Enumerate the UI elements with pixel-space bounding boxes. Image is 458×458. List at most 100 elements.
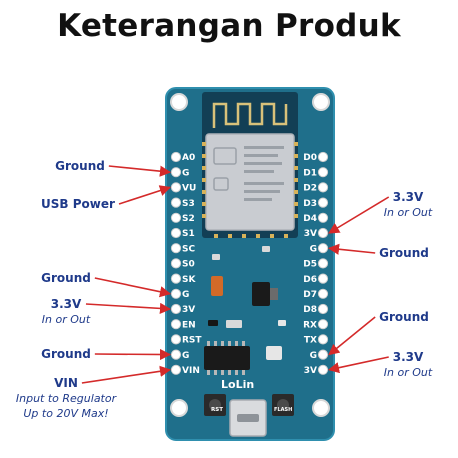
right-pin-13 [317, 349, 329, 360]
right-pin-12 [317, 334, 329, 345]
mount-hole-tr [312, 93, 330, 111]
left-pin-1 [170, 167, 182, 178]
left-pin-label-6: SC [182, 244, 195, 254]
arrow-ground-2 [94, 277, 172, 298]
annotation-3v3-r2-line-0: 3.3V [393, 350, 424, 364]
right-pin-3 [317, 197, 329, 208]
left-pin-label-2: VU [182, 184, 196, 194]
right-pin-10 [317, 303, 329, 315]
right-pin-label-14: 3V [304, 366, 317, 376]
shield-markings [213, 146, 284, 201]
annotation-3v3-r1-line-0: 3.3V [393, 190, 424, 204]
flash-label: FLASH [274, 407, 292, 413]
right-pin-7 [317, 258, 329, 269]
annotation-ground-r2-line-0: Ground [379, 310, 429, 324]
annotation-usb-power-line-0: USB Power [41, 197, 115, 211]
arrow-ground-1 [108, 165, 172, 177]
right-pin-label-7: D5 [303, 260, 317, 270]
arrow-ground-r2 [328, 316, 376, 356]
annotation-3v3-1-line-1: In or Out [42, 313, 91, 326]
right-pin-9 [317, 288, 329, 299]
rst-label: RST [211, 407, 223, 413]
chip-legs [207, 341, 245, 375]
annotation-3v3-r2-line-1: In or Out [384, 366, 433, 379]
annotation-3v3-1-line-0: 3.3V [51, 297, 82, 311]
right-pin-label-13: G [310, 351, 317, 361]
left-pin-2 [170, 182, 182, 193]
smd-4 [212, 254, 220, 260]
module-castellations [202, 142, 298, 238]
right-pin-11 [317, 319, 329, 330]
antenna-trace [212, 102, 288, 128]
arrow-usb-power [118, 185, 172, 205]
smd-2 [208, 320, 218, 326]
left-pin-label-4: S2 [182, 214, 195, 224]
left-pin-label-0: A0 [182, 153, 195, 163]
right-pin-label-6: G [310, 244, 317, 254]
left-pin-5 [170, 227, 182, 239]
left-pin-label-5: S1 [182, 229, 195, 239]
flash-button-cap [277, 399, 289, 411]
arrow-ground-r1 [327, 243, 376, 255]
right-pin-14 [317, 364, 329, 375]
left-pin-8 [170, 273, 182, 284]
right-pin-4 [317, 212, 329, 223]
smd-1 [226, 320, 242, 328]
annotation-ground-3: Ground [41, 347, 91, 361]
right-pin-2 [317, 182, 329, 193]
right-pin-label-3: D3 [303, 199, 317, 209]
annotation-ground-2: Ground [41, 271, 91, 285]
left-pin-9 [170, 288, 182, 299]
rst-button-cap [209, 399, 221, 411]
voltage-regulator [252, 282, 270, 306]
left-pin-label-8: SK [182, 275, 196, 285]
annotation-vin-line-2: Up to 20V Max! [23, 407, 108, 420]
left-pin-label-1: G [182, 168, 189, 178]
left-pin-label-7: S0 [182, 260, 195, 270]
arrow-ground-3 [94, 348, 172, 361]
annotation-ground-3-line-0: Ground [41, 347, 91, 361]
arrow-3v3-1 [85, 302, 172, 314]
annotation-3v3-1: 3.3V In or Out [42, 297, 91, 326]
left-pin-10 [170, 303, 182, 315]
left-pin-4 [170, 212, 182, 223]
right-pin-label-4: D4 [303, 214, 317, 224]
mount-hole-br [312, 399, 330, 417]
annotation-ground-1-line-0: Ground [55, 159, 105, 173]
left-pin-label-12: RST [182, 336, 202, 346]
annotation-vin-line-1: Input to Regulator [16, 392, 118, 405]
left-pin-label-9: G [182, 290, 189, 300]
right-pin-5 [317, 227, 329, 239]
page-title: Keterangan Produk [57, 8, 401, 44]
crystal [266, 346, 282, 360]
right-pin-label-1: D1 [303, 168, 317, 178]
left-pin-0 [170, 151, 182, 163]
annotation-usb-power: USB Power [41, 197, 115, 211]
annotation-vin: VIN Input to Regulator Up to 20V Max! [16, 376, 118, 420]
arrow-vin [81, 365, 172, 384]
right-pin-label-12: TX [304, 336, 317, 346]
left-pin-label-3: S3 [182, 199, 195, 209]
left-pin-13 [170, 349, 182, 360]
annotation-vin-line-0: VIN [54, 376, 78, 390]
right-pin-label-9: D7 [303, 290, 317, 300]
brand-label: LoLin [221, 378, 254, 391]
annotation-ground-2-line-0: Ground [41, 271, 91, 285]
annotation-ground-r1-line-0: Ground [379, 246, 429, 260]
regulator-tab [270, 288, 278, 300]
right-pin-label-5: 3V [304, 229, 317, 239]
left-pin-11 [170, 319, 182, 330]
right-pin-label-0: D0 [303, 153, 317, 163]
annotation-ground-r1: Ground [379, 246, 429, 260]
right-pin-label-10: D8 [303, 305, 317, 315]
usb-port-inner [237, 414, 259, 422]
usb-serial-chip [204, 346, 250, 370]
right-pin-1 [317, 167, 329, 178]
arrow-3v3-r1 [328, 196, 390, 234]
right-pin-6 [317, 243, 329, 254]
right-pin-0 [317, 151, 329, 163]
led [278, 320, 286, 326]
